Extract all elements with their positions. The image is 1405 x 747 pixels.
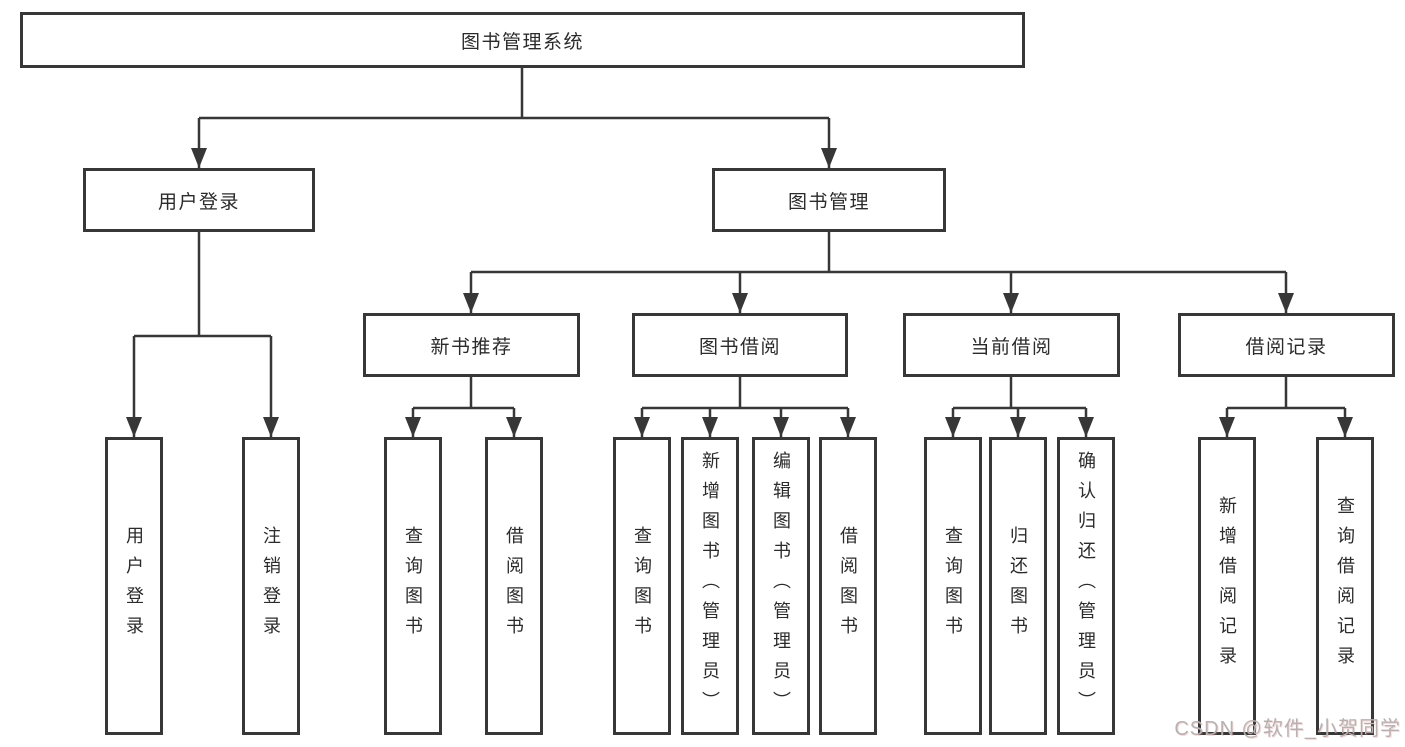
node-label: 新增借阅记录 xyxy=(1217,496,1237,676)
connector-book-borrowing xyxy=(634,377,856,437)
node-label: 借阅图书 xyxy=(504,526,524,646)
node-borrowing-records: 借阅记录 xyxy=(1178,313,1395,377)
node-label: 用户登录 xyxy=(124,526,144,646)
leaf-add-borrow-record: 新增借阅记录 xyxy=(1198,437,1256,735)
node-user-login: 用户登录 xyxy=(83,168,315,232)
node-label: 注销登录 xyxy=(261,526,281,646)
connector-user-login xyxy=(126,232,279,437)
leaf-return-books: 归还图书 xyxy=(989,437,1047,735)
node-label: 新书推荐 xyxy=(430,336,513,358)
node-label: 当前借阅 xyxy=(970,336,1053,358)
leaf-borrow-books-recommend: 借阅图书 xyxy=(485,437,543,735)
node-label: 编辑图书（管理员） xyxy=(771,451,791,721)
connector-current-borrowing xyxy=(945,377,1094,437)
node-label: 借阅图书 xyxy=(838,526,858,646)
node-label: 查询借阅记录 xyxy=(1335,496,1355,676)
node-label: 归还图书 xyxy=(1008,526,1028,646)
connector-book-management xyxy=(463,232,1294,313)
node-label: 图书管理系统 xyxy=(460,31,584,53)
node-label: 借阅记录 xyxy=(1245,336,1328,358)
connector-root xyxy=(191,68,837,168)
leaf-query-books-borrowing: 查询图书 xyxy=(613,437,671,735)
node-current-borrowing: 当前借阅 xyxy=(903,313,1120,377)
node-label: 新增图书（管理员） xyxy=(700,451,720,721)
connector-new-book-recommend xyxy=(405,377,522,437)
leaf-add-book-admin: 新增图书（管理员） xyxy=(681,437,739,735)
node-label: 用户登录 xyxy=(157,191,240,213)
leaf-query-books-recommend: 查询图书 xyxy=(384,437,442,735)
node-library-management-system: 图书管理系统 xyxy=(20,12,1025,68)
node-label: 查询图书 xyxy=(943,526,963,646)
node-book-management: 图书管理 xyxy=(712,168,946,232)
node-new-book-recommend: 新书推荐 xyxy=(363,313,580,377)
leaf-logout: 注销登录 xyxy=(242,437,300,735)
node-label: 图书管理 xyxy=(787,191,870,213)
leaf-edit-book-admin: 编辑图书（管理员） xyxy=(752,437,810,735)
leaf-query-books-current: 查询图书 xyxy=(924,437,982,735)
node-label: 查询图书 xyxy=(632,526,652,646)
node-label: 查询图书 xyxy=(403,526,423,646)
leaf-confirm-return-admin: 确认归还（管理员） xyxy=(1057,437,1115,735)
node-book-borrowing: 图书借阅 xyxy=(632,313,848,377)
node-label: 确认归还（管理员） xyxy=(1076,451,1096,721)
node-label: 图书借阅 xyxy=(698,336,781,358)
leaf-borrow-books: 借阅图书 xyxy=(819,437,877,735)
connector-borrowing-records xyxy=(1219,377,1353,437)
csdn-watermark: CSDN @软件_小贺同学 xyxy=(1174,718,1401,740)
leaf-user-login: 用户登录 xyxy=(105,437,163,735)
leaf-query-borrow-record: 查询借阅记录 xyxy=(1316,437,1374,735)
